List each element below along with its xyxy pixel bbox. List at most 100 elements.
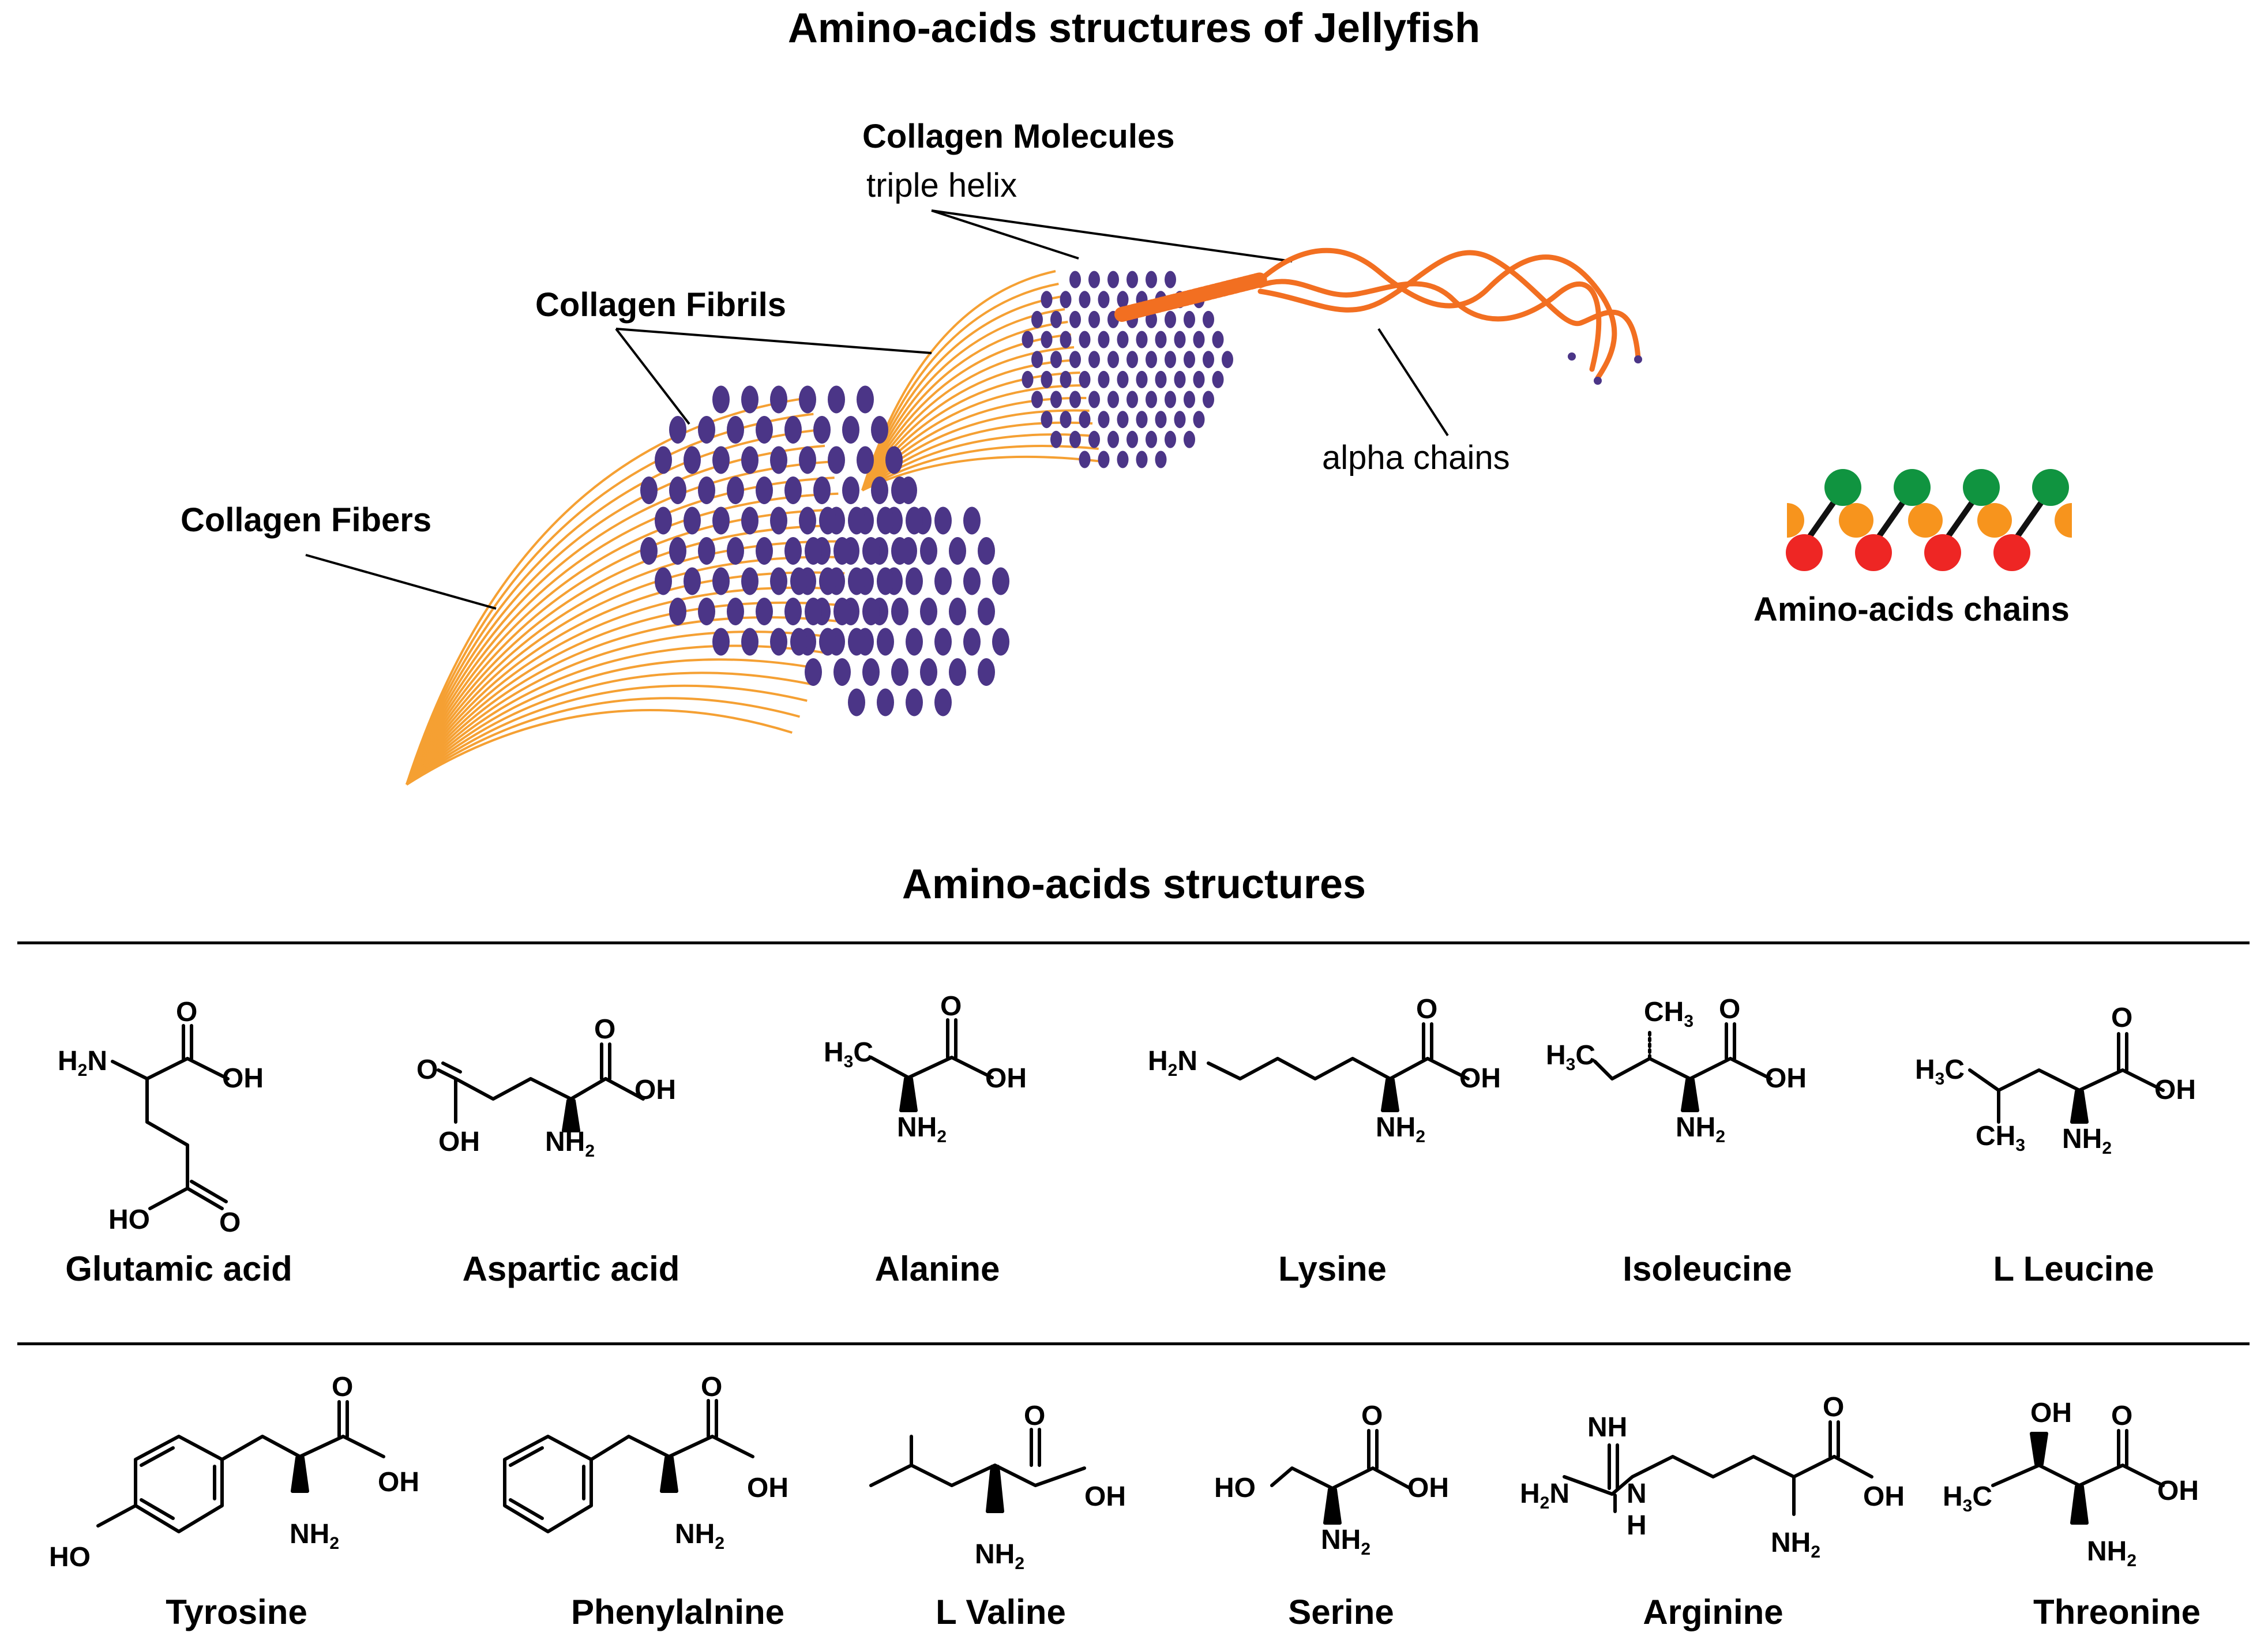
fibril-dot (741, 446, 758, 474)
fibril-dot (1098, 331, 1110, 348)
fibril-dot (949, 537, 966, 565)
fibril-dot (920, 658, 937, 686)
fibril-dot (698, 537, 715, 565)
fibril-dot (1088, 391, 1100, 408)
aa-name-l-leucine: L Leucine (1993, 1249, 2154, 1288)
fibril-dot (949, 658, 966, 686)
svg-text:NH2: NH2 (2062, 1124, 2112, 1158)
fibril-dot (848, 688, 865, 716)
aa-name-l-valine: L Valine (936, 1593, 1066, 1631)
svg-text:OH: OH (2030, 1398, 2072, 1428)
aa-name-lysine: Lysine (1278, 1249, 1387, 1288)
fibril-dot (727, 598, 744, 625)
fibril-dot (963, 628, 981, 656)
svg-text:O: O (1416, 994, 1437, 1025)
fibril-dot (669, 416, 686, 444)
fibril-dot (848, 628, 865, 656)
fibril-dot (741, 385, 758, 414)
svg-text:OH: OH (1459, 1063, 1501, 1094)
fiber-strand (405, 684, 808, 786)
fibril-cross-sections (640, 271, 1233, 716)
figure-title: Amino-acids structures of Jellyfish (787, 5, 1481, 51)
fibril-dot (891, 658, 908, 686)
structures-title: Amino-acids structures (902, 861, 1366, 907)
fibril-dot (1155, 451, 1167, 468)
fibril-dot (877, 506, 894, 535)
svg-text:OH: OH (1084, 1481, 1126, 1512)
fibril-dot (877, 567, 894, 595)
svg-text:NH2: NH2 (1771, 1528, 1820, 1562)
fibril-dot (906, 688, 923, 716)
fibril-dot (790, 567, 808, 595)
svg-text:NH2: NH2 (675, 1519, 724, 1553)
svg-text:O: O (2111, 1401, 2132, 1431)
fibril-dot (842, 416, 859, 444)
fibril-dot (848, 506, 865, 535)
svg-text:OH: OH (2157, 1476, 2199, 1506)
fibril-dot (828, 385, 845, 414)
fibril-dot (871, 416, 888, 444)
fibril-dot (790, 628, 808, 656)
fibril-dot (1098, 291, 1110, 309)
svg-text:OH: OH (222, 1063, 264, 1094)
fibril-dot (833, 658, 851, 686)
fibril-dot (862, 598, 880, 625)
divider-top (17, 941, 2250, 944)
svg-text:H: H (1627, 1510, 1647, 1541)
amino-acids-chains-label: Amino-acids chains (1753, 591, 2070, 628)
fibril-dot (862, 658, 880, 686)
fibril-dot (805, 598, 822, 625)
fibril-dot (1098, 370, 1110, 388)
fibril-dot (877, 688, 894, 716)
fibril-dot (684, 446, 701, 474)
fibril-dot (963, 567, 981, 595)
svg-text:CH3: CH3 (1644, 997, 1694, 1031)
fibril-dot (819, 567, 836, 595)
helix-end-icon (1594, 377, 1602, 385)
fibril-dot (813, 416, 831, 444)
fibril-dot (1193, 370, 1205, 388)
svg-text:O: O (219, 1207, 241, 1238)
fibril-dot (1098, 451, 1110, 468)
fibril-dot (1165, 271, 1176, 288)
fibril-dot (828, 446, 845, 474)
fibril-dot (727, 416, 744, 444)
fibril-dot (727, 476, 744, 504)
svg-text:O: O (2111, 1003, 2132, 1033)
fiber-strand (405, 492, 839, 785)
fibril-dot (1041, 370, 1053, 388)
fibril-dot (640, 537, 658, 565)
fibril-dot (920, 537, 937, 565)
fibril-dot (1127, 430, 1138, 448)
fibril-dot (1022, 331, 1034, 348)
svg-text:HO: HO (1214, 1473, 1256, 1503)
fibril-dot (770, 567, 787, 595)
svg-text:NH2: NH2 (1676, 1112, 1725, 1146)
svg-text:OH: OH (634, 1075, 676, 1105)
fibril-dot (1146, 430, 1157, 448)
svg-text:NH2: NH2 (545, 1127, 595, 1161)
fibril-dot (1060, 370, 1072, 388)
fibril-dot (1136, 451, 1148, 468)
fibril-dot (712, 506, 730, 535)
fibril-dot (891, 537, 908, 565)
fibril-dot (857, 385, 874, 414)
fibril-dot (770, 628, 787, 656)
fibril-dot (698, 416, 715, 444)
svg-text:O: O (1823, 1392, 1844, 1423)
fibril-dot (784, 537, 802, 565)
fibril-dot (1117, 331, 1129, 348)
collagen-diagram (305, 209, 2072, 786)
fibril-dot (833, 537, 851, 565)
fibril-dot (1117, 291, 1129, 309)
fiber-strand (405, 460, 830, 785)
fibril-dot (833, 598, 851, 625)
fibril-dot (978, 658, 995, 686)
fibril-strand (861, 421, 1093, 491)
fibril-strand (861, 409, 1090, 491)
svg-text:HO: HO (108, 1205, 150, 1235)
fibril-dot (741, 628, 758, 656)
fibril-dot (1203, 310, 1214, 328)
svg-text:OH: OH (1863, 1481, 1905, 1512)
fibril-dot (756, 416, 773, 444)
